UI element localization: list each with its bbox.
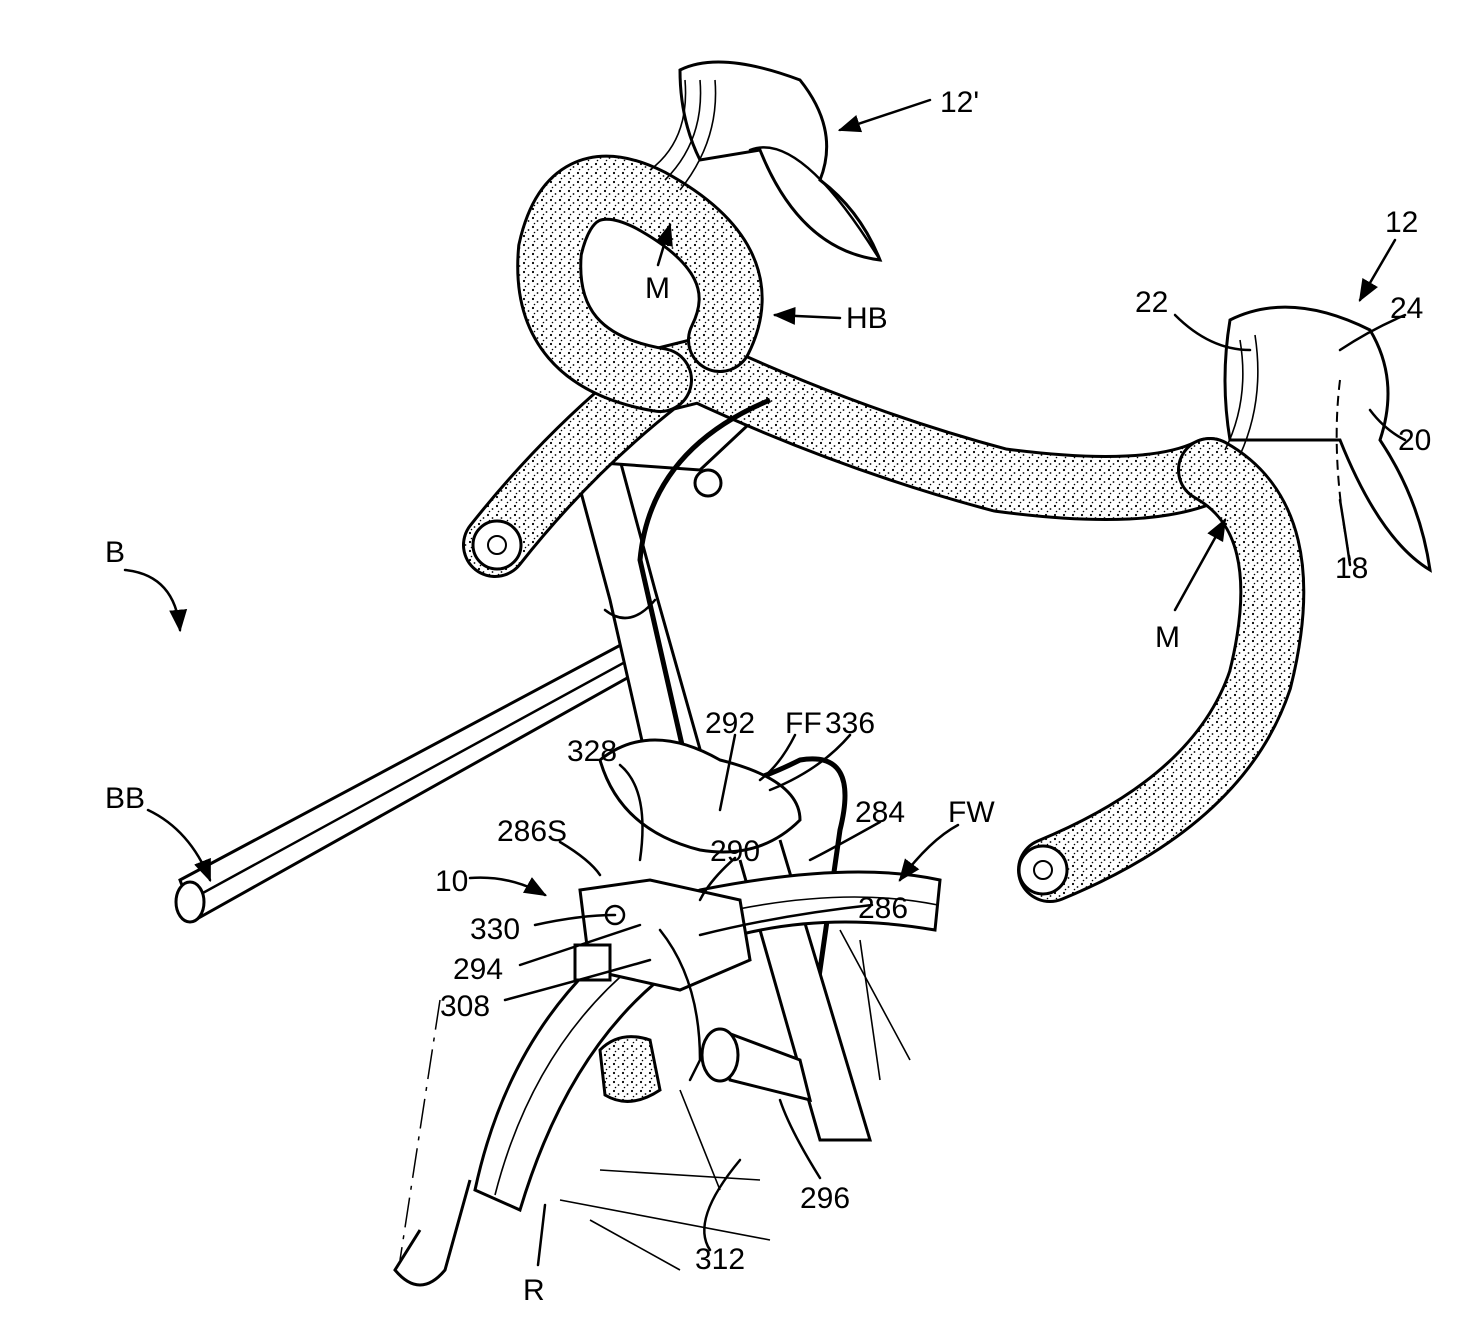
label-294: 294 xyxy=(453,953,503,986)
label-308: 308 xyxy=(440,990,490,1023)
label-12-prime: 12' xyxy=(940,86,979,119)
label-FF: FF xyxy=(785,707,822,740)
label-FW: FW xyxy=(948,796,995,829)
label-12: 12 xyxy=(1385,206,1418,239)
label-286: 286 xyxy=(858,892,908,925)
label-18: 18 xyxy=(1335,552,1368,585)
label-M-right: M xyxy=(1155,621,1180,654)
label-292: 292 xyxy=(705,707,755,740)
label-296: 296 xyxy=(800,1182,850,1215)
label-286S: 286S xyxy=(497,815,567,848)
label-290: 290 xyxy=(710,835,760,868)
label-M-left: M xyxy=(645,272,670,305)
label-B: B xyxy=(105,536,125,569)
label-284: 284 xyxy=(855,796,905,829)
label-R: R xyxy=(523,1274,545,1307)
label-22: 22 xyxy=(1135,286,1168,319)
label-24: 24 xyxy=(1390,292,1423,325)
label-330: 330 xyxy=(470,913,520,946)
label-20: 20 xyxy=(1398,424,1431,457)
top-tube xyxy=(176,640,645,922)
label-BB: BB xyxy=(105,782,145,815)
label-10: 10 xyxy=(435,865,468,898)
label-312: 312 xyxy=(695,1243,745,1276)
label-336: 336 xyxy=(825,707,875,740)
label-HB: HB xyxy=(846,302,888,335)
label-328: 328 xyxy=(567,735,617,768)
